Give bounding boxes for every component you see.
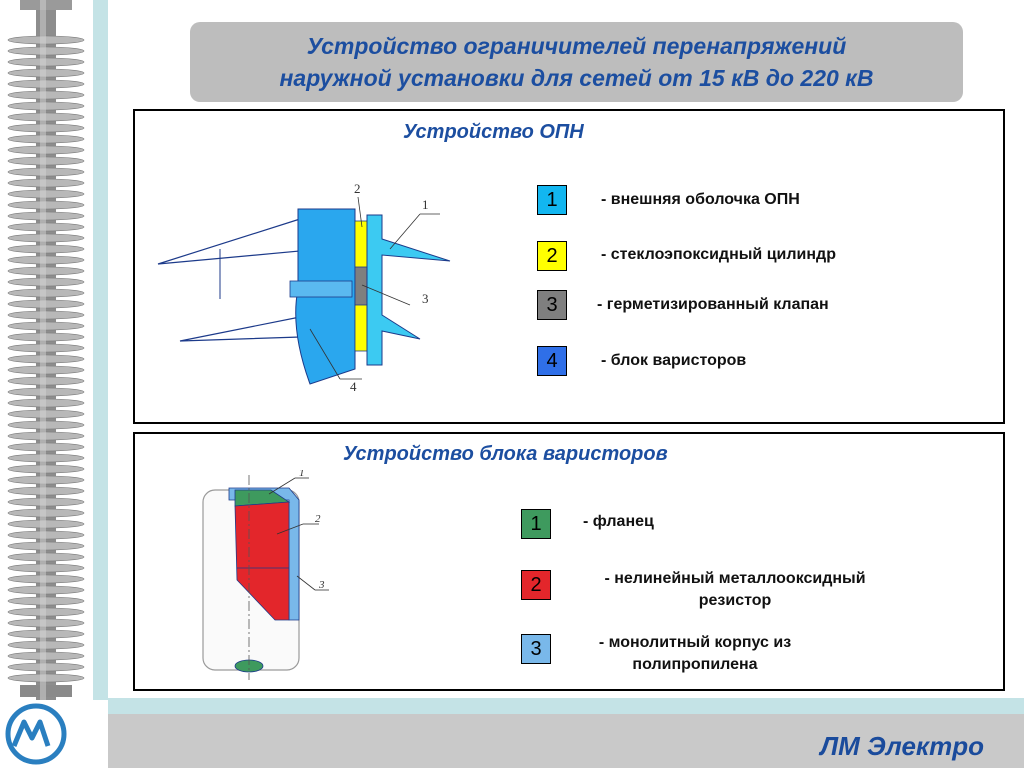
varistor-block-diagram: 1 2 3 xyxy=(202,470,329,680)
section-title-varistor: Устройство блока варисторов xyxy=(343,443,668,465)
legend-num-1: 1 xyxy=(537,185,567,215)
callout-3: 3 xyxy=(422,291,429,306)
legend-text-3: - герметизированный клапан xyxy=(597,296,829,313)
page-title: Устройство ограничителей перенапряжений … xyxy=(190,22,963,102)
brand-name: ЛМ Электро xyxy=(820,731,984,761)
callout-v3: 3 xyxy=(318,579,325,591)
opn-cross-section-diagram: 2 1 3 4 xyxy=(157,181,451,394)
legend-text-v3-line2: полипропилена xyxy=(632,656,758,673)
section-title-opn: Устройство ОПН xyxy=(403,121,584,143)
legend-num-3: 3 xyxy=(537,290,567,320)
footer-bar: ЛМ Электро xyxy=(108,714,1024,768)
legend-num-2: 2 xyxy=(537,241,567,271)
legend-text-v1: - фланец xyxy=(583,513,654,530)
callout-v1: 1 xyxy=(299,470,305,479)
lower-shed-left xyxy=(179,316,301,342)
legend-num-v1: 1 xyxy=(521,509,551,539)
lm-logo-icon xyxy=(5,703,67,765)
title-line-2: наружной установки для сетей от 15 кВ до… xyxy=(279,65,874,91)
legend-num-v3: 3 xyxy=(521,634,551,664)
title-line-1: Устройство ограничителей перенапряжений xyxy=(306,33,847,59)
legend-text-4: - блок варисторов xyxy=(601,352,747,369)
legend-text-v2-line2: резистор xyxy=(698,592,772,609)
callout-v2: 2 xyxy=(315,513,321,525)
accent-strip xyxy=(93,0,108,700)
arrester-photo-strip xyxy=(0,0,93,700)
legend-text-v3-line1: - монолитный корпус из xyxy=(598,634,792,651)
varistor-block-panel: Устройство блока варисторов 1 2 3 1 - фл… xyxy=(133,432,1005,691)
legend-num-4: 4 xyxy=(537,346,567,376)
legend-text-2: - стеклоэпоксидный цилиндр xyxy=(601,246,836,263)
callout-1: 1 xyxy=(422,197,429,212)
logo-area xyxy=(0,700,108,768)
legend-text-v3: - монолитный корпус из полипропилена xyxy=(565,632,825,676)
legend-num-v2: 2 xyxy=(521,570,551,600)
resistor-shape xyxy=(234,501,290,621)
outer-shell-shape xyxy=(366,214,451,366)
callout-2: 2 xyxy=(354,181,361,196)
callout-4: 4 xyxy=(350,379,357,394)
surge-arrester-image xyxy=(7,0,85,700)
accent-band xyxy=(108,698,1024,714)
legend-text-v2: - нелинейный металлооксидный резистор xyxy=(555,568,915,612)
legend-text-1: - внешняя оболочка ОПН xyxy=(601,191,800,208)
opn-structure-panel: Устройство ОПН 2 1 3 4 1 - внешняя оболо… xyxy=(133,109,1005,424)
legend-text-v2-line1: - нелинейный металлооксидный xyxy=(604,570,866,587)
upper-shed-left xyxy=(157,218,301,265)
